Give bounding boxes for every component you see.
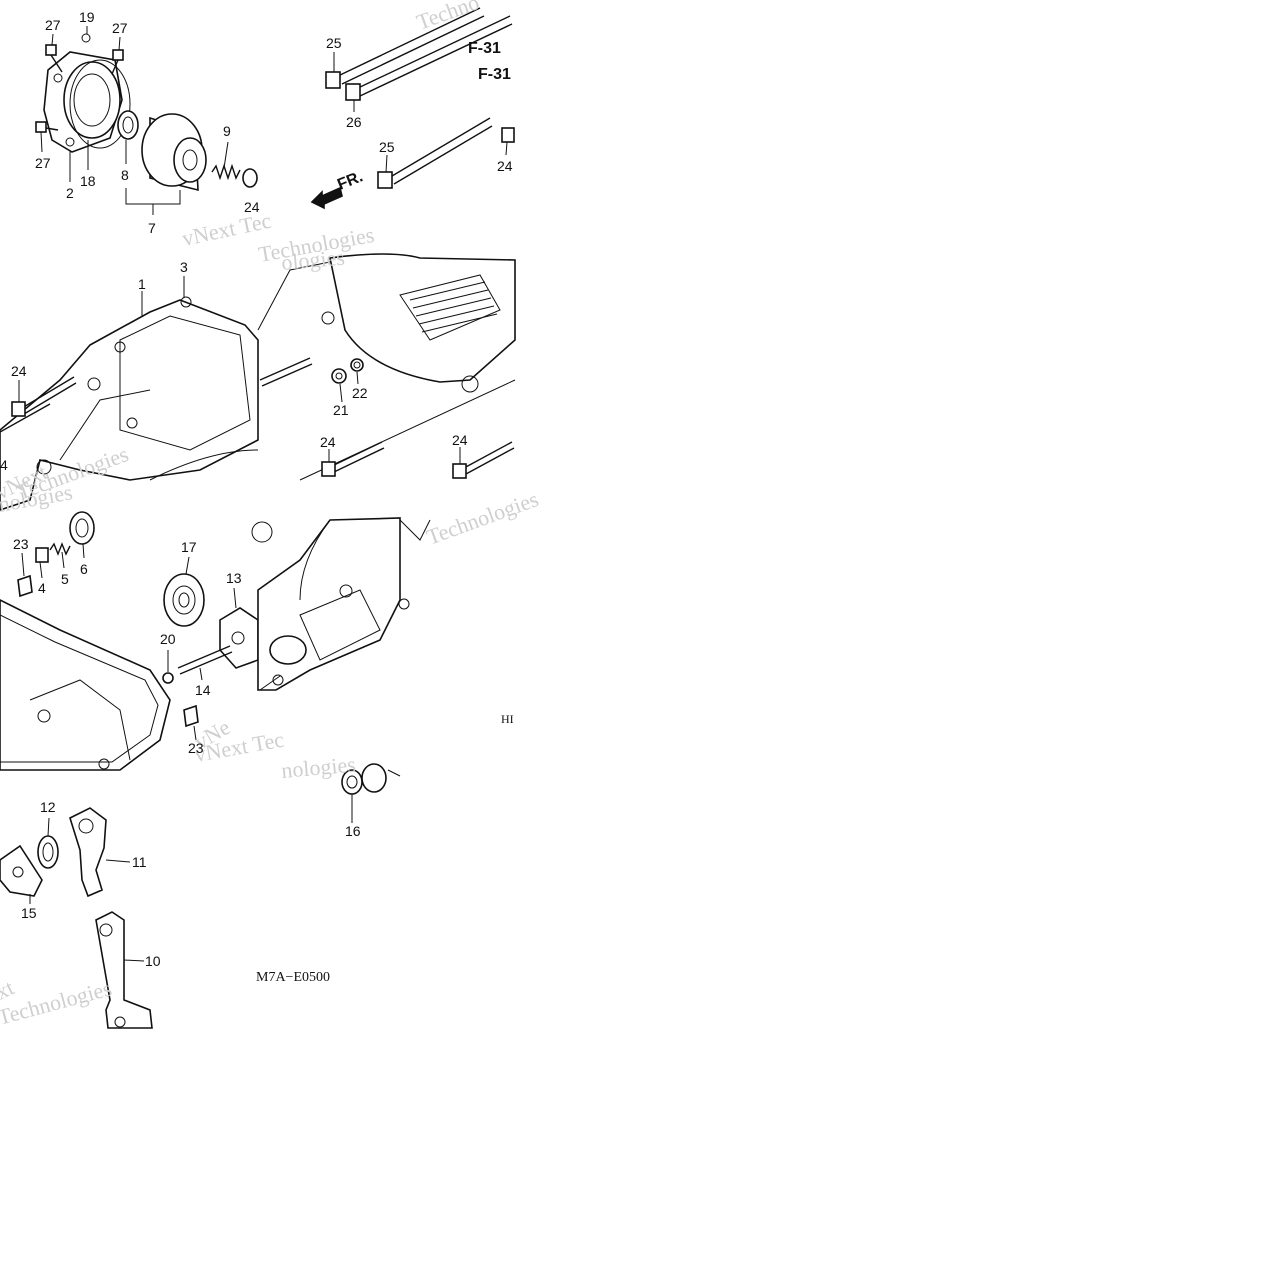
part-label: 17 <box>181 539 197 555</box>
corner-code: HI <box>501 712 514 726</box>
part-label: 4 <box>38 580 46 596</box>
part-label: 27 <box>45 17 61 33</box>
part-label: 21 <box>333 402 349 418</box>
part-label: 24 <box>244 199 260 215</box>
part-label: 25 <box>379 139 395 155</box>
part-label: 27 <box>35 155 51 171</box>
tile-crankcase-cover <box>0 276 259 511</box>
part-label: 26 <box>346 114 362 130</box>
tile-gasket-bearing <box>0 511 273 771</box>
part-label: 22 <box>352 385 368 401</box>
part-label: 23 <box>13 536 29 552</box>
part-label: 24 <box>452 432 468 448</box>
front-label: FR. <box>335 168 365 193</box>
tile-long-bolts <box>310 7 515 210</box>
part-label: 23 <box>188 740 204 756</box>
part-label: 13 <box>226 570 242 586</box>
part-label: 24 <box>11 363 27 379</box>
tile-flywheel-cover <box>257 253 516 481</box>
part-label: 12 <box>40 799 56 815</box>
part-label: 19 <box>79 9 95 25</box>
diagram-code: M7A−E0500 <box>256 970 330 985</box>
watermark: Technologies <box>423 486 541 550</box>
part-label: 10 <box>145 953 161 969</box>
ref-label: F-31 <box>478 66 511 83</box>
part-labels: 27 19 27 27 2 18 8 7 9 24 25 26 25 24 1 … <box>0 9 513 969</box>
part-label: 27 <box>112 20 128 36</box>
watermark: ologies <box>280 245 345 275</box>
part-label: 25 <box>326 35 342 51</box>
part-label: 20 <box>160 631 176 647</box>
part-label: 15 <box>21 905 37 921</box>
watermark: Technologies <box>0 975 114 1029</box>
part-label: 6 <box>80 561 88 577</box>
part-label: 7 <box>148 220 156 236</box>
ref-label: F-31 <box>468 40 501 57</box>
watermark: Techno <box>413 0 482 35</box>
part-label: 9 <box>223 123 231 139</box>
part-label: 14 <box>195 682 211 698</box>
part-label: 18 <box>80 173 96 189</box>
part-label: 2 <box>66 185 74 201</box>
part-label: 16 <box>345 823 361 839</box>
tile-case-side <box>257 517 431 691</box>
tile-linkage <box>0 807 153 1029</box>
part-label: 11 <box>132 854 147 870</box>
part-label: 5 <box>61 571 69 587</box>
part-label: 3 <box>180 259 188 275</box>
tile-oil-filter <box>35 26 258 215</box>
part-label: 8 <box>121 167 129 183</box>
tile-seal <box>341 763 401 823</box>
part-label: 24 <box>320 434 336 450</box>
part-label: 4 <box>0 457 8 473</box>
part-label: 1 <box>138 276 146 292</box>
part-label: 24 <box>497 158 513 174</box>
